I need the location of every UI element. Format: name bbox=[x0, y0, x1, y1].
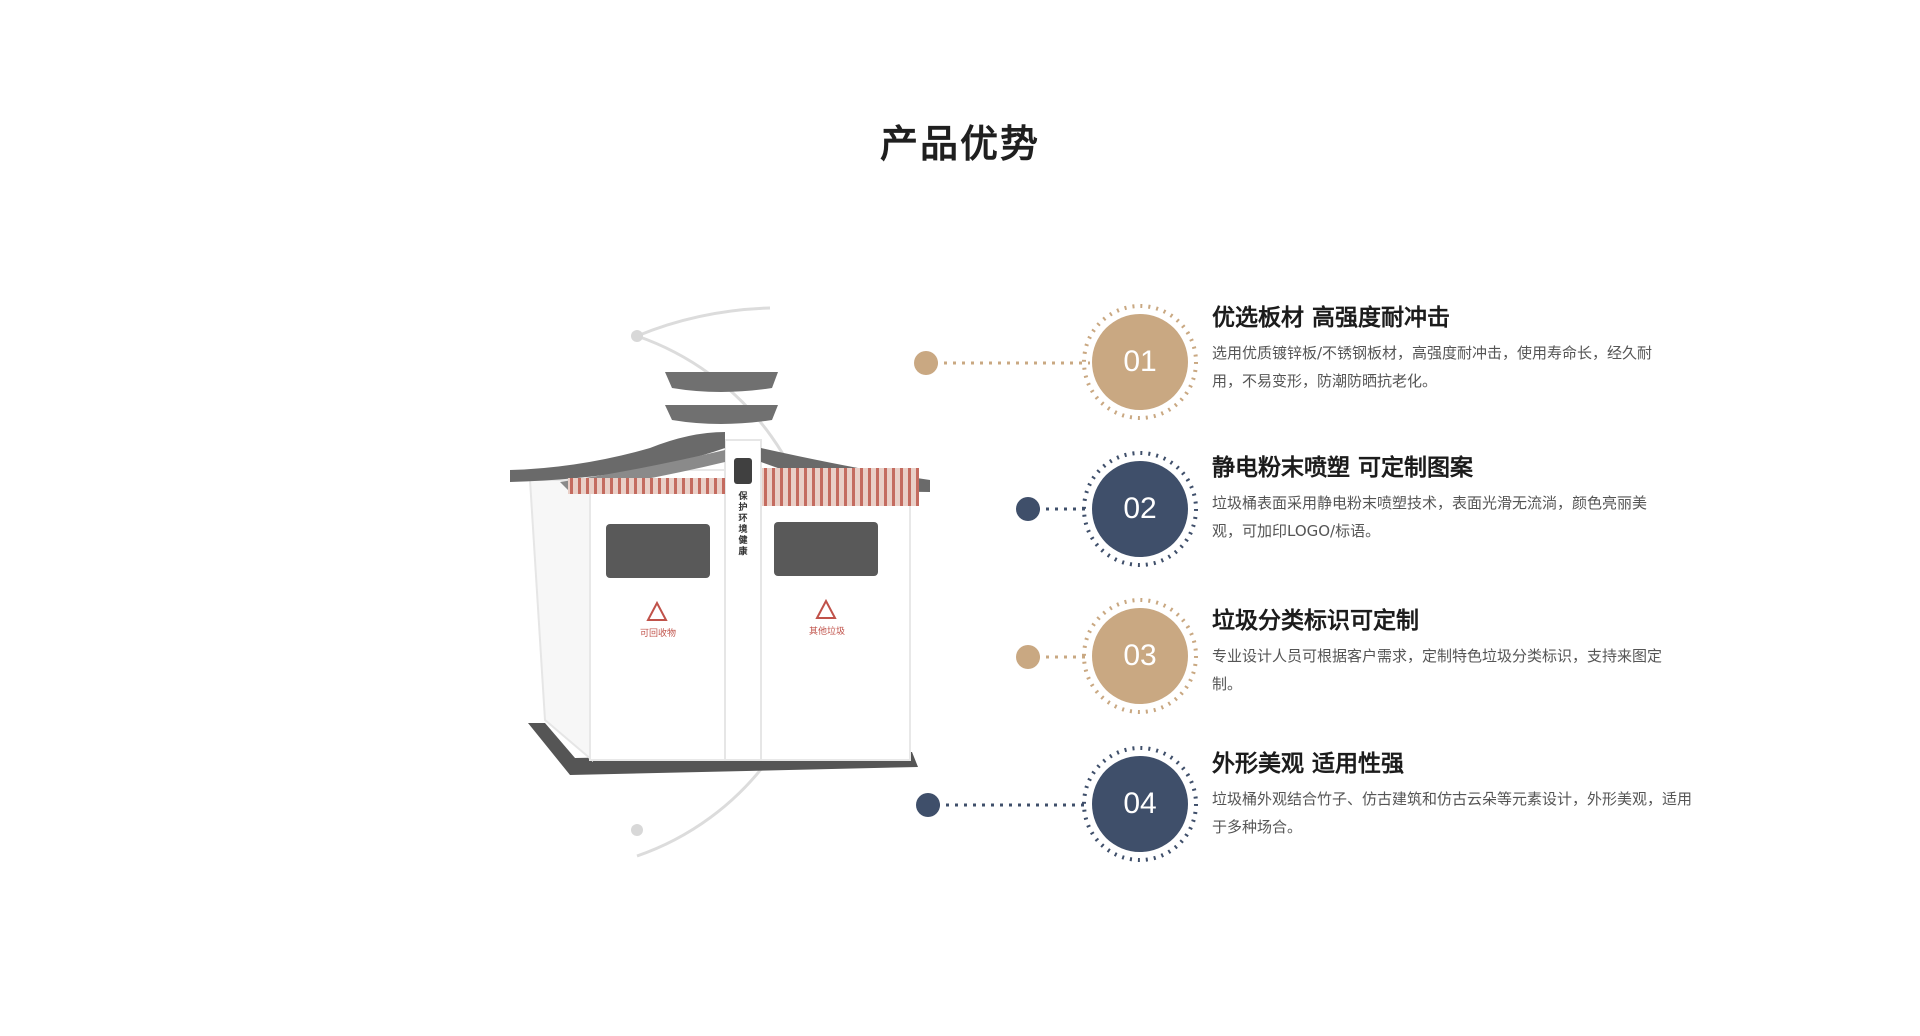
right-panel bbox=[774, 522, 878, 576]
left-bin-label: 可回收物 bbox=[639, 629, 676, 639]
top-cap-upper bbox=[665, 372, 778, 392]
eave-stripe bbox=[836, 468, 839, 506]
eave-stripe bbox=[764, 468, 767, 506]
decorative-arc-top bbox=[636, 306, 771, 338]
eave-stripe bbox=[804, 468, 807, 506]
eave-stripe bbox=[916, 468, 919, 506]
eave-stripe bbox=[706, 478, 709, 494]
feature-title: 外形美观 适用性强 bbox=[1212, 751, 1405, 777]
eave-stripe bbox=[578, 478, 581, 494]
eave-stripe bbox=[772, 468, 775, 506]
badge-03: 03 bbox=[1092, 608, 1188, 704]
eave-stripes-left bbox=[568, 478, 725, 494]
eave-stripe bbox=[868, 468, 871, 506]
connector-dot-03 bbox=[1016, 645, 1040, 669]
eave-stripe bbox=[714, 478, 717, 494]
eave-stripe bbox=[682, 478, 685, 494]
feature-description: 垃圾桶外观结合竹子、仿古建筑和仿古云朵等元素设计，外形美观，适用于多种场合。 bbox=[1212, 790, 1693, 836]
eave-stripe bbox=[722, 478, 725, 494]
eave-stripe bbox=[650, 478, 653, 494]
arc-end-dot-bottom bbox=[631, 824, 643, 836]
connector-dot-01 bbox=[914, 351, 938, 375]
page-title: 产品优势 bbox=[879, 122, 1040, 166]
roof-left bbox=[510, 432, 725, 482]
feature-04: 外形美观 适用性强 垃圾桶外观结合竹子、仿古建筑和仿古云朵等元素设计，外形美观，… bbox=[1212, 749, 1692, 841]
eave-stripe bbox=[586, 478, 589, 494]
badge-01: 01 bbox=[1092, 314, 1188, 410]
eave-stripe bbox=[884, 468, 887, 506]
recycle-icon-right bbox=[815, 598, 837, 619]
eave-stripes-right bbox=[762, 468, 919, 506]
feature-description: 垃圾桶表面采用静电粉末喷塑技术，表面光滑无流淌，颜色亮丽美观，可加印LOGO/标… bbox=[1212, 494, 1648, 540]
right-bin-label: 其他垃圾 bbox=[808, 627, 845, 637]
eave-stripe bbox=[610, 478, 613, 494]
feature-title: 优选板材 高强度耐冲击 bbox=[1212, 305, 1451, 331]
eave-stripe bbox=[698, 478, 701, 494]
bin-center-pillar bbox=[724, 439, 762, 761]
connector-dot-04 bbox=[916, 793, 940, 817]
eave-stripe bbox=[844, 468, 847, 506]
eave-stripe bbox=[908, 468, 911, 506]
eave-stripe bbox=[618, 478, 621, 494]
eave-stripe bbox=[602, 478, 605, 494]
eave-stripe bbox=[788, 468, 791, 506]
eave-stripe bbox=[674, 478, 677, 494]
feature-title: 静电粉末喷塑 可定制图案 bbox=[1212, 455, 1474, 481]
connector-dot-02 bbox=[1016, 497, 1040, 521]
feature-02: 静电粉末喷塑 可定制图案 垃圾桶表面采用静电粉末喷塑技术，表面光滑无流淌，颜色亮… bbox=[1212, 453, 1672, 545]
bin-base bbox=[528, 723, 918, 775]
eave-stripe bbox=[658, 478, 661, 494]
eave-stripe bbox=[690, 478, 693, 494]
feature-03: 垃圾分类标识可定制 专业设计人员可根据客户需求，定制特色垃圾分类标识，支持来图定… bbox=[1212, 606, 1672, 698]
eave-stripe bbox=[626, 478, 629, 494]
eave-stripe bbox=[780, 468, 783, 506]
feature-01: 优选板材 高强度耐冲击 选用优质镀锌板/不锈钢板材，高强度耐冲击，使用寿命长，经… bbox=[1212, 303, 1672, 395]
eave-stripe bbox=[666, 478, 669, 494]
badge-ring-02 bbox=[1082, 451, 1198, 567]
badge-04: 04 bbox=[1092, 756, 1188, 852]
badge-ring-03 bbox=[1082, 598, 1198, 714]
left-panel bbox=[606, 524, 710, 578]
recycle-icon-left bbox=[646, 600, 668, 621]
eave-stripe bbox=[594, 478, 597, 494]
arc-end-dot-top bbox=[631, 330, 643, 342]
bin-left-wall bbox=[528, 479, 594, 763]
badge-02: 02 bbox=[1092, 461, 1188, 557]
top-cap-lower bbox=[665, 405, 778, 424]
eave-stripe bbox=[796, 468, 799, 506]
trash-bin-illustration bbox=[510, 372, 930, 775]
eave-stripe bbox=[570, 478, 573, 494]
eave-stripe bbox=[892, 468, 895, 506]
eave-stripe bbox=[642, 478, 645, 494]
badge-ring-01 bbox=[1082, 304, 1198, 420]
eave-stripe bbox=[820, 468, 823, 506]
eave-stripe bbox=[876, 468, 879, 506]
feature-title: 垃圾分类标识可定制 bbox=[1212, 608, 1419, 634]
feature-description: 选用优质镀锌板/不锈钢板材，高强度耐冲击，使用寿命长，经久耐用，不易变形，防潮防… bbox=[1212, 344, 1653, 390]
eave-stripe bbox=[900, 468, 903, 506]
eave-stripe bbox=[860, 468, 863, 506]
badge-ring-04 bbox=[1082, 746, 1198, 862]
feature-description: 专业设计人员可根据客户需求，定制特色垃圾分类标识，支持来图定制。 bbox=[1212, 647, 1663, 693]
pillar-plaque-ornament bbox=[734, 458, 752, 484]
pillar-plaque-text: 保护环境健康 bbox=[738, 492, 748, 557]
eave-stripe bbox=[812, 468, 815, 506]
eave-stripe bbox=[634, 478, 637, 494]
eave-stripe bbox=[852, 468, 855, 506]
eave-stripe bbox=[828, 468, 831, 506]
